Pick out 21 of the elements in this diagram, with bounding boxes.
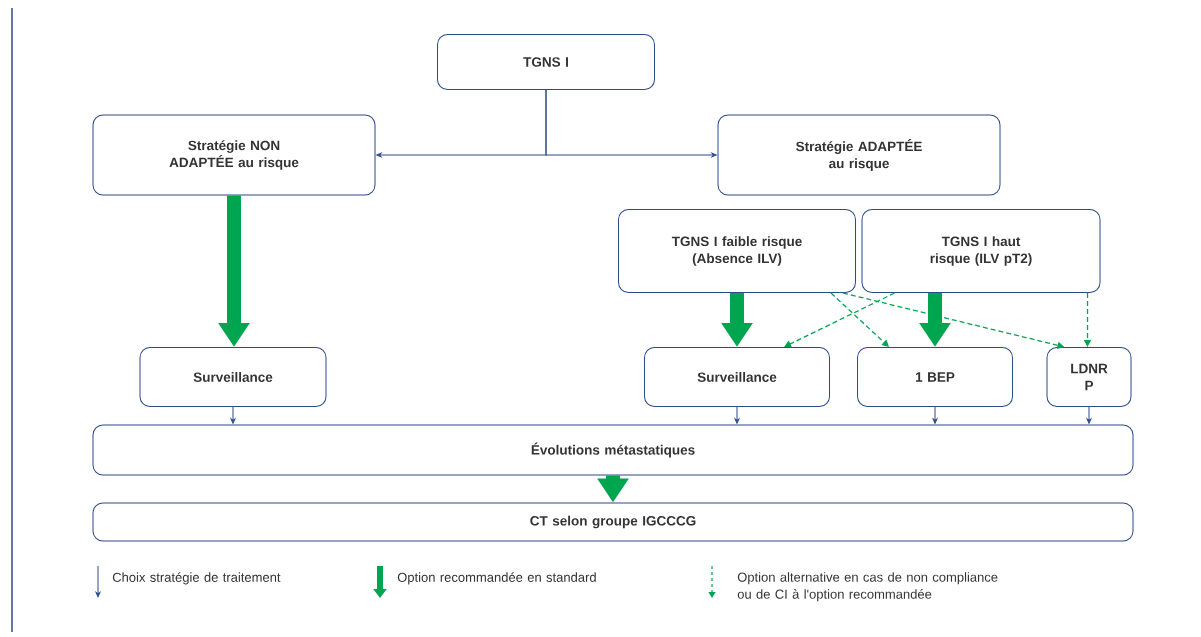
process-box: Stratégie ADAPTÉE au risque — [717, 114, 1001, 196]
legend-text: Choix stratégie de traitement — [112, 572, 281, 585]
arrow — [830, 292, 889, 347]
arrow — [230, 406, 236, 424]
legend-text: Option recommandée en standard — [397, 572, 596, 585]
arrow — [784, 292, 896, 348]
legend-text: Option alternative en cas de non compliance ou de CI à l'option recommandée — [737, 572, 998, 602]
process-box: Surveillance — [644, 347, 830, 407]
arrow — [1086, 406, 1092, 424]
process-box: TGNS I — [437, 34, 655, 90]
process-box: Stratégie NON ADAPTÉE au risque — [92, 114, 376, 196]
arrow — [734, 406, 740, 424]
process-box: Surveillance — [139, 347, 327, 407]
arrow — [545, 89, 717, 158]
process-box: Évolutions métastatiques — [92, 424, 1134, 476]
process-box: CT selon groupe IGCCCG — [92, 502, 1134, 542]
process-box: TGNS I haut risque (ILV pT2) — [861, 209, 1101, 293]
process-box: TGNS I faible risque (Absence ILV) — [618, 209, 856, 293]
process-box: 1 BEP — [857, 347, 1013, 407]
process-box: LDNR P — [1046, 347, 1132, 407]
arrow — [932, 406, 938, 424]
